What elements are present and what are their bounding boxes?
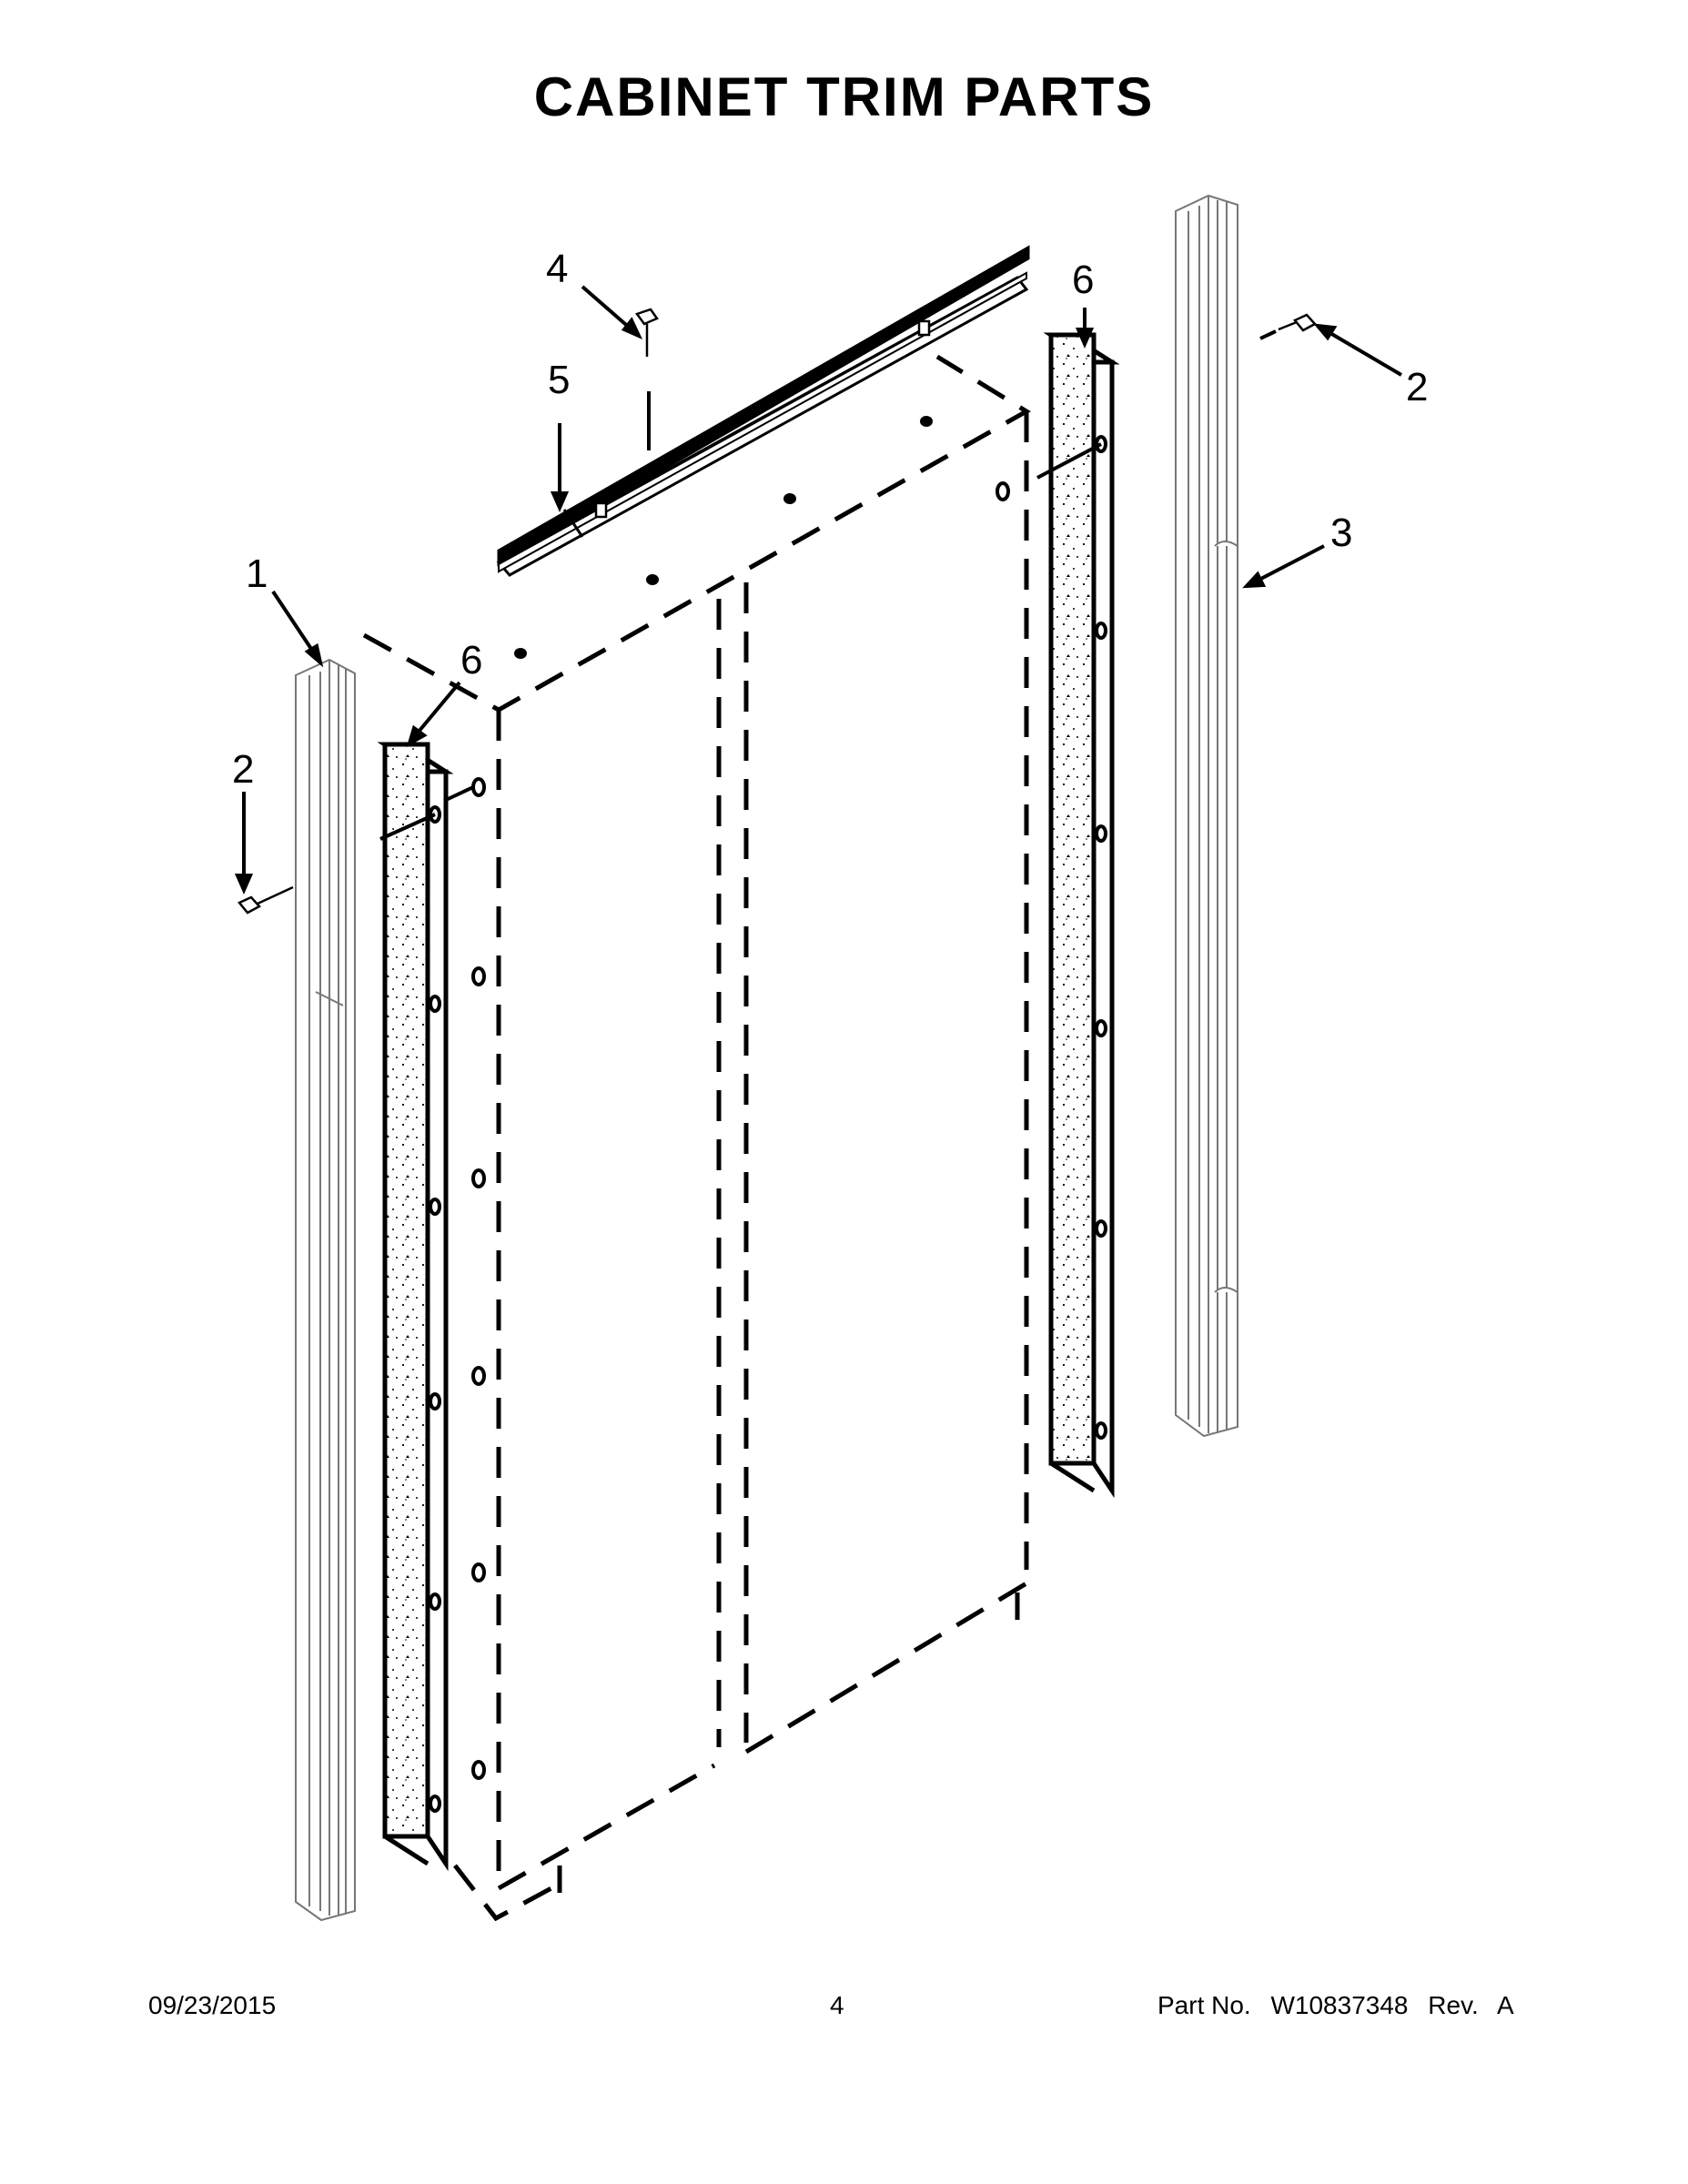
top-trim-strip bbox=[496, 245, 1030, 577]
callout-6-right: 6 bbox=[1072, 258, 1094, 302]
footer-date: 09/23/2015 bbox=[148, 1991, 277, 2019]
footer-page-number: 4 bbox=[830, 1991, 844, 2019]
side-trim-left bbox=[295, 658, 356, 1922]
screw-right bbox=[1259, 313, 1317, 340]
footer-part-number: Part No. W10837348 Rev. A bbox=[1157, 1991, 1527, 2020]
callout-5: 5 bbox=[548, 358, 570, 402]
page-title: CABINET TRIM PARTS bbox=[533, 66, 1155, 127]
part-label: Part No. bbox=[1157, 1991, 1251, 2019]
foam-attach-lines bbox=[379, 442, 1102, 841]
foam-strip-right bbox=[1043, 332, 1120, 1499]
callout-2-left: 2 bbox=[232, 747, 254, 792]
callout-2-right: 2 bbox=[1406, 365, 1428, 410]
rev-value: A bbox=[1497, 1991, 1514, 2019]
screw-top bbox=[634, 308, 659, 450]
foam-strip-holes bbox=[429, 435, 1107, 1813]
screw-left bbox=[238, 885, 294, 915]
callout-3: 3 bbox=[1330, 511, 1352, 555]
cabinet-holes bbox=[514, 416, 933, 659]
cabinet-outline bbox=[362, 354, 1031, 1922]
callout-1: 1 bbox=[246, 551, 268, 596]
foam-strip-left bbox=[377, 742, 454, 1872]
callout-6-left: 6 bbox=[460, 638, 482, 682]
rev-label: Rev. bbox=[1428, 1991, 1479, 2019]
callout-4: 4 bbox=[546, 247, 568, 291]
part-number: W10837348 bbox=[1270, 1991, 1409, 2019]
cabinet-side-holes bbox=[471, 481, 1010, 1780]
side-trim-right bbox=[1175, 194, 1238, 1438]
leader-arrows bbox=[234, 285, 1403, 895]
